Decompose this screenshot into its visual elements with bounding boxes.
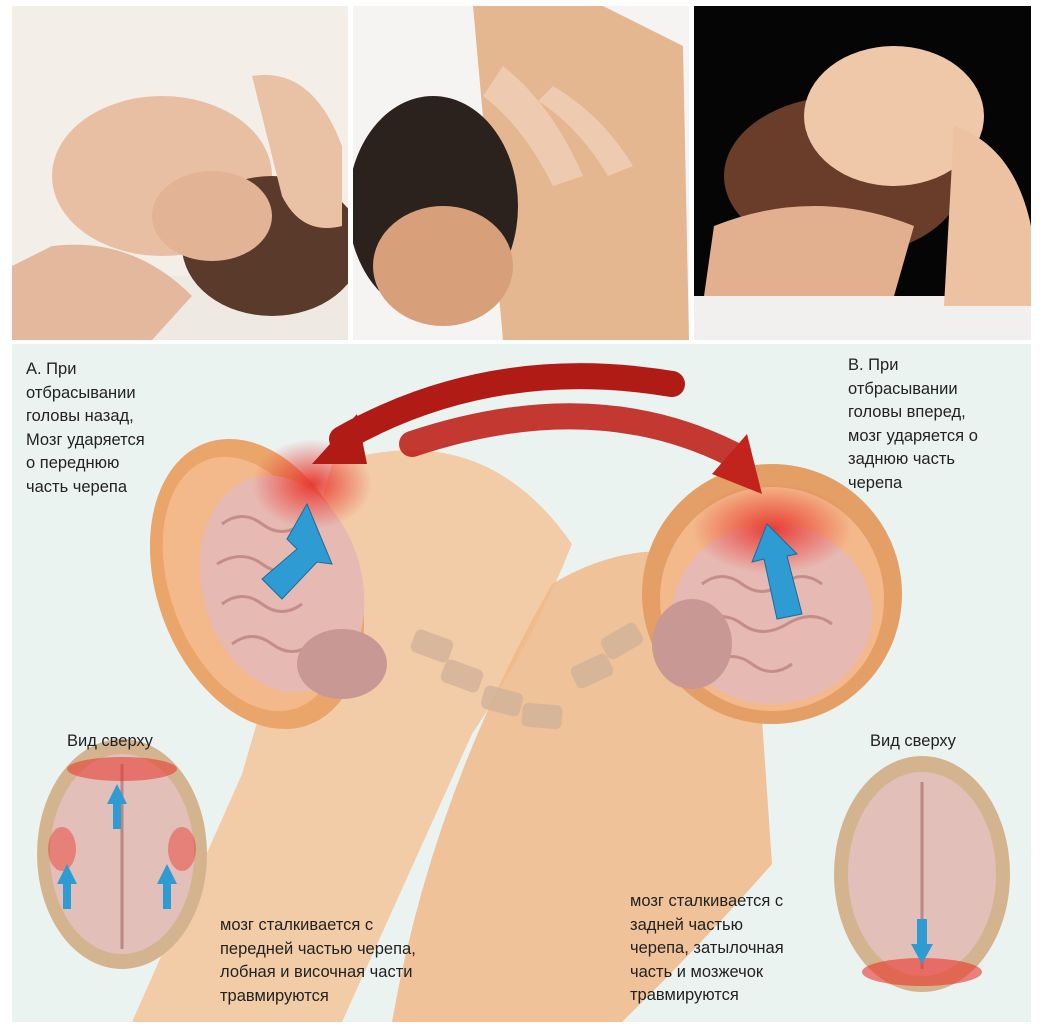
photo-head-massage-woman: [12, 6, 348, 340]
body-silhouette-left: [132, 450, 572, 1022]
motion-arrow-back: [312, 363, 685, 464]
photo-cranial-massage-woman: [694, 6, 1031, 340]
blue-arrow-right: [751, 523, 803, 620]
result-text-left: мозг сталкивается с передней частью чере…: [220, 916, 416, 1005]
caption-b: В. При отбрасывании головы вперед, мозг …: [848, 356, 978, 492]
top-view-label-right: Вид сверху: [870, 732, 956, 750]
blue-arrow-left: [261, 502, 333, 600]
photo-neck-massage-man: [353, 6, 689, 340]
top-view-brain-left: [37, 739, 207, 969]
caption-a: А. При отбрасывании головы назад, Мозг у…: [26, 360, 145, 496]
brain-right: [652, 524, 872, 704]
motion-arrow-forward: [399, 403, 762, 494]
top-view-label-left: Вид сверху: [67, 732, 153, 750]
cervical-spine: [410, 622, 644, 730]
whiplash-diagram: А. При отбрасывании головы назад, Мозг у…: [12, 344, 1031, 1022]
result-text-right: мозг сталкивается с задней частью черепа…: [630, 892, 784, 1004]
top-view-brain-right: [834, 756, 1010, 992]
